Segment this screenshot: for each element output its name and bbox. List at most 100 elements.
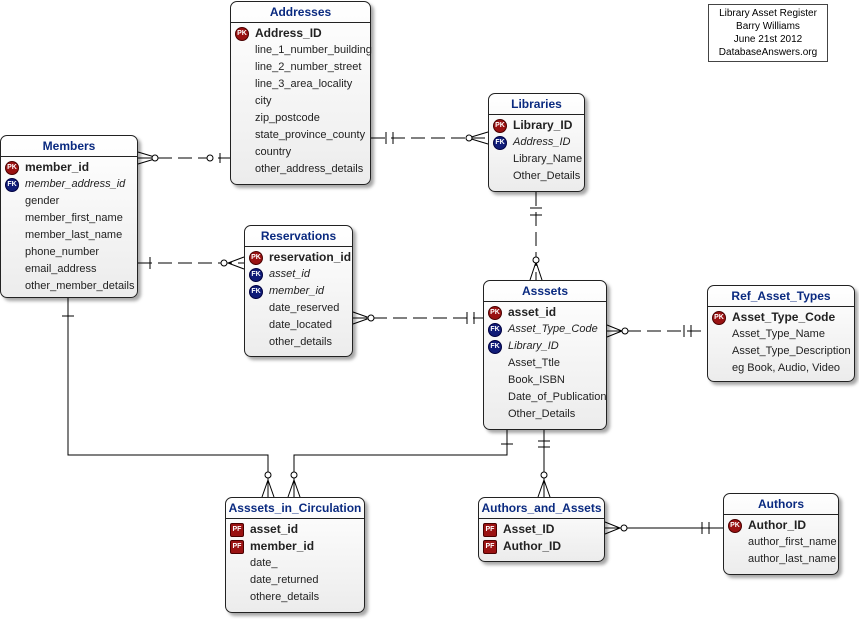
field-name: date_reserved — [269, 302, 340, 314]
foreign-key-icon: FK — [488, 340, 502, 354]
entity-field[interactable]: Asset_Type_Name — [708, 326, 854, 343]
entity-field[interactable]: line_2_number_street — [231, 59, 370, 76]
field-name: Other_Details — [508, 408, 576, 420]
rel-members-addresses — [137, 151, 230, 165]
entity-field[interactable]: line_3_area_locality — [231, 76, 370, 93]
entity-field[interactable]: Other_Details — [489, 168, 584, 185]
entity-field[interactable]: Date_of_Publication — [484, 389, 606, 406]
entity-field[interactable]: othere_details — [226, 589, 364, 606]
entity-field[interactable]: other_details — [245, 334, 352, 351]
field-name: Author_ID — [748, 518, 806, 532]
entity-field[interactable]: member_first_name — [1, 210, 137, 227]
entity-field[interactable]: zip_postcode — [231, 110, 370, 127]
entity-field[interactable]: FK Asset_Type_Code — [484, 321, 606, 338]
entity-field[interactable]: FK Library_ID — [484, 338, 606, 355]
entity-field[interactable]: Library_Name — [489, 151, 584, 168]
field-name: member_id — [25, 160, 90, 174]
field-name: line_2_number_street — [255, 61, 362, 73]
primary-foreign-key-icon: PF — [230, 540, 244, 554]
entity-title: Libraries — [489, 94, 584, 115]
field-name: Asset_ID — [503, 522, 555, 536]
field-name: Asset_Type_Description — [732, 345, 851, 357]
field-name: Asset_Type_Code — [508, 323, 598, 335]
primary-key-icon: PK — [235, 27, 249, 41]
entity-field[interactable]: date_ — [226, 555, 364, 572]
entity-field[interactable]: eg Book, Audio, Video — [708, 360, 854, 377]
field-name: Asset_Type_Name — [732, 328, 825, 340]
entity-field[interactable]: country — [231, 144, 370, 161]
entity-field[interactable]: member_last_name — [1, 227, 137, 244]
foreign-key-icon: FK — [488, 323, 502, 337]
rel-assets-authors-and-assets — [537, 430, 551, 498]
entity-field[interactable]: Book_ISBN — [484, 372, 606, 389]
entity-field[interactable]: phone_number — [1, 244, 137, 261]
field-name: city — [255, 95, 272, 107]
entity-field[interactable]: PK Asset_Type_Code — [708, 309, 854, 326]
foreign-key-icon: FK — [493, 136, 507, 150]
field-name: Address_ID — [513, 136, 571, 148]
entity-field[interactable]: state_province_county — [231, 127, 370, 144]
field-name: Library_ID — [508, 340, 559, 352]
field-name: member_last_name — [25, 229, 123, 241]
entity-field[interactable]: Other_Details — [484, 406, 606, 423]
entity-field[interactable]: date_returned — [226, 572, 364, 589]
entity-field[interactable]: author_first_name — [724, 534, 838, 551]
diagram-info-box: Library Asset Register Barry Williams Ju… — [708, 4, 828, 62]
entity-field[interactable]: email_address — [1, 261, 137, 278]
primary-key-icon: PK — [712, 311, 726, 325]
field-name: date_returned — [250, 574, 319, 586]
info-line-4: DatabaseAnswers.org — [718, 47, 818, 58]
info-line-1: Library Asset Register — [719, 8, 817, 19]
field-name: line_1_number_building — [255, 44, 372, 56]
entity-field[interactable]: other_address_details — [231, 161, 370, 178]
entity-field[interactable]: line_1_number_building — [231, 42, 372, 59]
entity-field[interactable]: date_located — [245, 317, 352, 334]
entity-title: Authors_and_Assets — [479, 498, 604, 519]
field-name: othere_details — [250, 591, 320, 603]
entity-field[interactable]: date_reserved — [245, 300, 352, 317]
entity-field[interactable]: gender — [1, 193, 137, 210]
field-name: gender — [25, 195, 60, 207]
rel-members-reservations — [138, 256, 245, 270]
entity-field[interactable]: FK Address_ID — [489, 134, 584, 151]
entity-field[interactable]: Asset_Ttle — [484, 355, 606, 372]
field-name: member_first_name — [25, 212, 123, 224]
field-name: Asset_Type_Code — [732, 310, 836, 324]
entity-field[interactable]: other_member_details — [1, 278, 137, 295]
field-name: author_last_name — [748, 553, 837, 565]
entity-field[interactable]: city — [231, 93, 370, 110]
field-name: date_ — [250, 557, 278, 569]
field-name: line_3_area_locality — [255, 78, 353, 90]
entity-field[interactable]: Asset_Type_Description — [708, 343, 854, 360]
entity-field[interactable]: author_last_name — [724, 551, 838, 568]
